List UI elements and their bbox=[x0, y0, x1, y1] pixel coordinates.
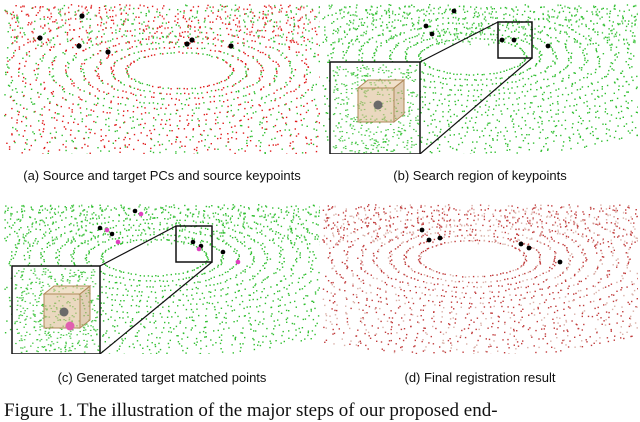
point-cloud-d-points bbox=[322, 204, 638, 354]
keypoint-zoomed bbox=[374, 101, 383, 110]
keypoint-dot bbox=[527, 246, 532, 251]
keypoint-dot bbox=[438, 236, 443, 241]
keypoint-dot bbox=[424, 24, 429, 29]
caption-c: (c) Generated target matched points bbox=[4, 370, 320, 385]
keypoint-dot bbox=[558, 260, 563, 265]
zoom-line-bottom bbox=[420, 58, 532, 154]
matched-point-dot bbox=[116, 240, 121, 245]
caption-b: (b) Search region of keypoints bbox=[322, 168, 638, 183]
point-cloud-a bbox=[4, 4, 320, 154]
pc-center-hole bbox=[120, 246, 188, 268]
keypoint-dot bbox=[546, 44, 551, 49]
panel-a: (a) Source and target PCs and source key… bbox=[4, 4, 320, 154]
keypoint-dot bbox=[110, 232, 115, 237]
keypoint-dot bbox=[452, 9, 457, 14]
keypoint-dot bbox=[184, 41, 189, 46]
keypoint-dot bbox=[519, 242, 524, 247]
keypoint-dot bbox=[221, 250, 226, 255]
pc-center-hole bbox=[438, 247, 506, 269]
keypoint-zoomed bbox=[60, 308, 69, 317]
pc-center-hole bbox=[438, 45, 506, 67]
point-cloud-b bbox=[322, 4, 638, 154]
search-cube bbox=[44, 286, 90, 328]
keypoint-dot bbox=[189, 37, 194, 42]
keypoint-dot bbox=[98, 226, 103, 231]
point-cloud-c bbox=[4, 204, 320, 354]
matched-point-dot bbox=[236, 260, 241, 265]
matched-point-zoomed bbox=[66, 322, 75, 331]
keypoint-dot bbox=[191, 240, 196, 245]
panel-d: (d) Final registration result bbox=[322, 204, 638, 354]
keypoint-dot bbox=[427, 238, 432, 243]
matched-point-dot bbox=[139, 212, 144, 217]
keypoint-dot bbox=[105, 49, 110, 54]
keypoint-dot bbox=[500, 38, 505, 43]
figure-caption: Figure 1. The illustration of the major … bbox=[4, 400, 640, 422]
point-cloud-d bbox=[322, 204, 638, 354]
search-cube bbox=[358, 80, 404, 122]
keypoint-dot bbox=[512, 38, 517, 43]
matched-point-dot bbox=[105, 228, 110, 233]
pc-center-hole bbox=[145, 58, 213, 82]
keypoint-dot bbox=[133, 209, 138, 214]
keypoint-dot bbox=[430, 32, 435, 37]
panel-b: (b) Search region of keypoints bbox=[322, 4, 638, 154]
keypoint-dot bbox=[228, 43, 233, 48]
panel-c: (c) Generated target matched points bbox=[4, 204, 320, 354]
caption-d: (d) Final registration result bbox=[322, 370, 638, 385]
keypoint-dot bbox=[420, 228, 425, 233]
matched-point-dot bbox=[197, 247, 202, 252]
keypoint-dot bbox=[37, 35, 42, 40]
keypoint-dot bbox=[79, 13, 84, 18]
caption-a: (a) Source and target PCs and source key… bbox=[4, 168, 320, 183]
keypoint-dot bbox=[76, 43, 81, 48]
